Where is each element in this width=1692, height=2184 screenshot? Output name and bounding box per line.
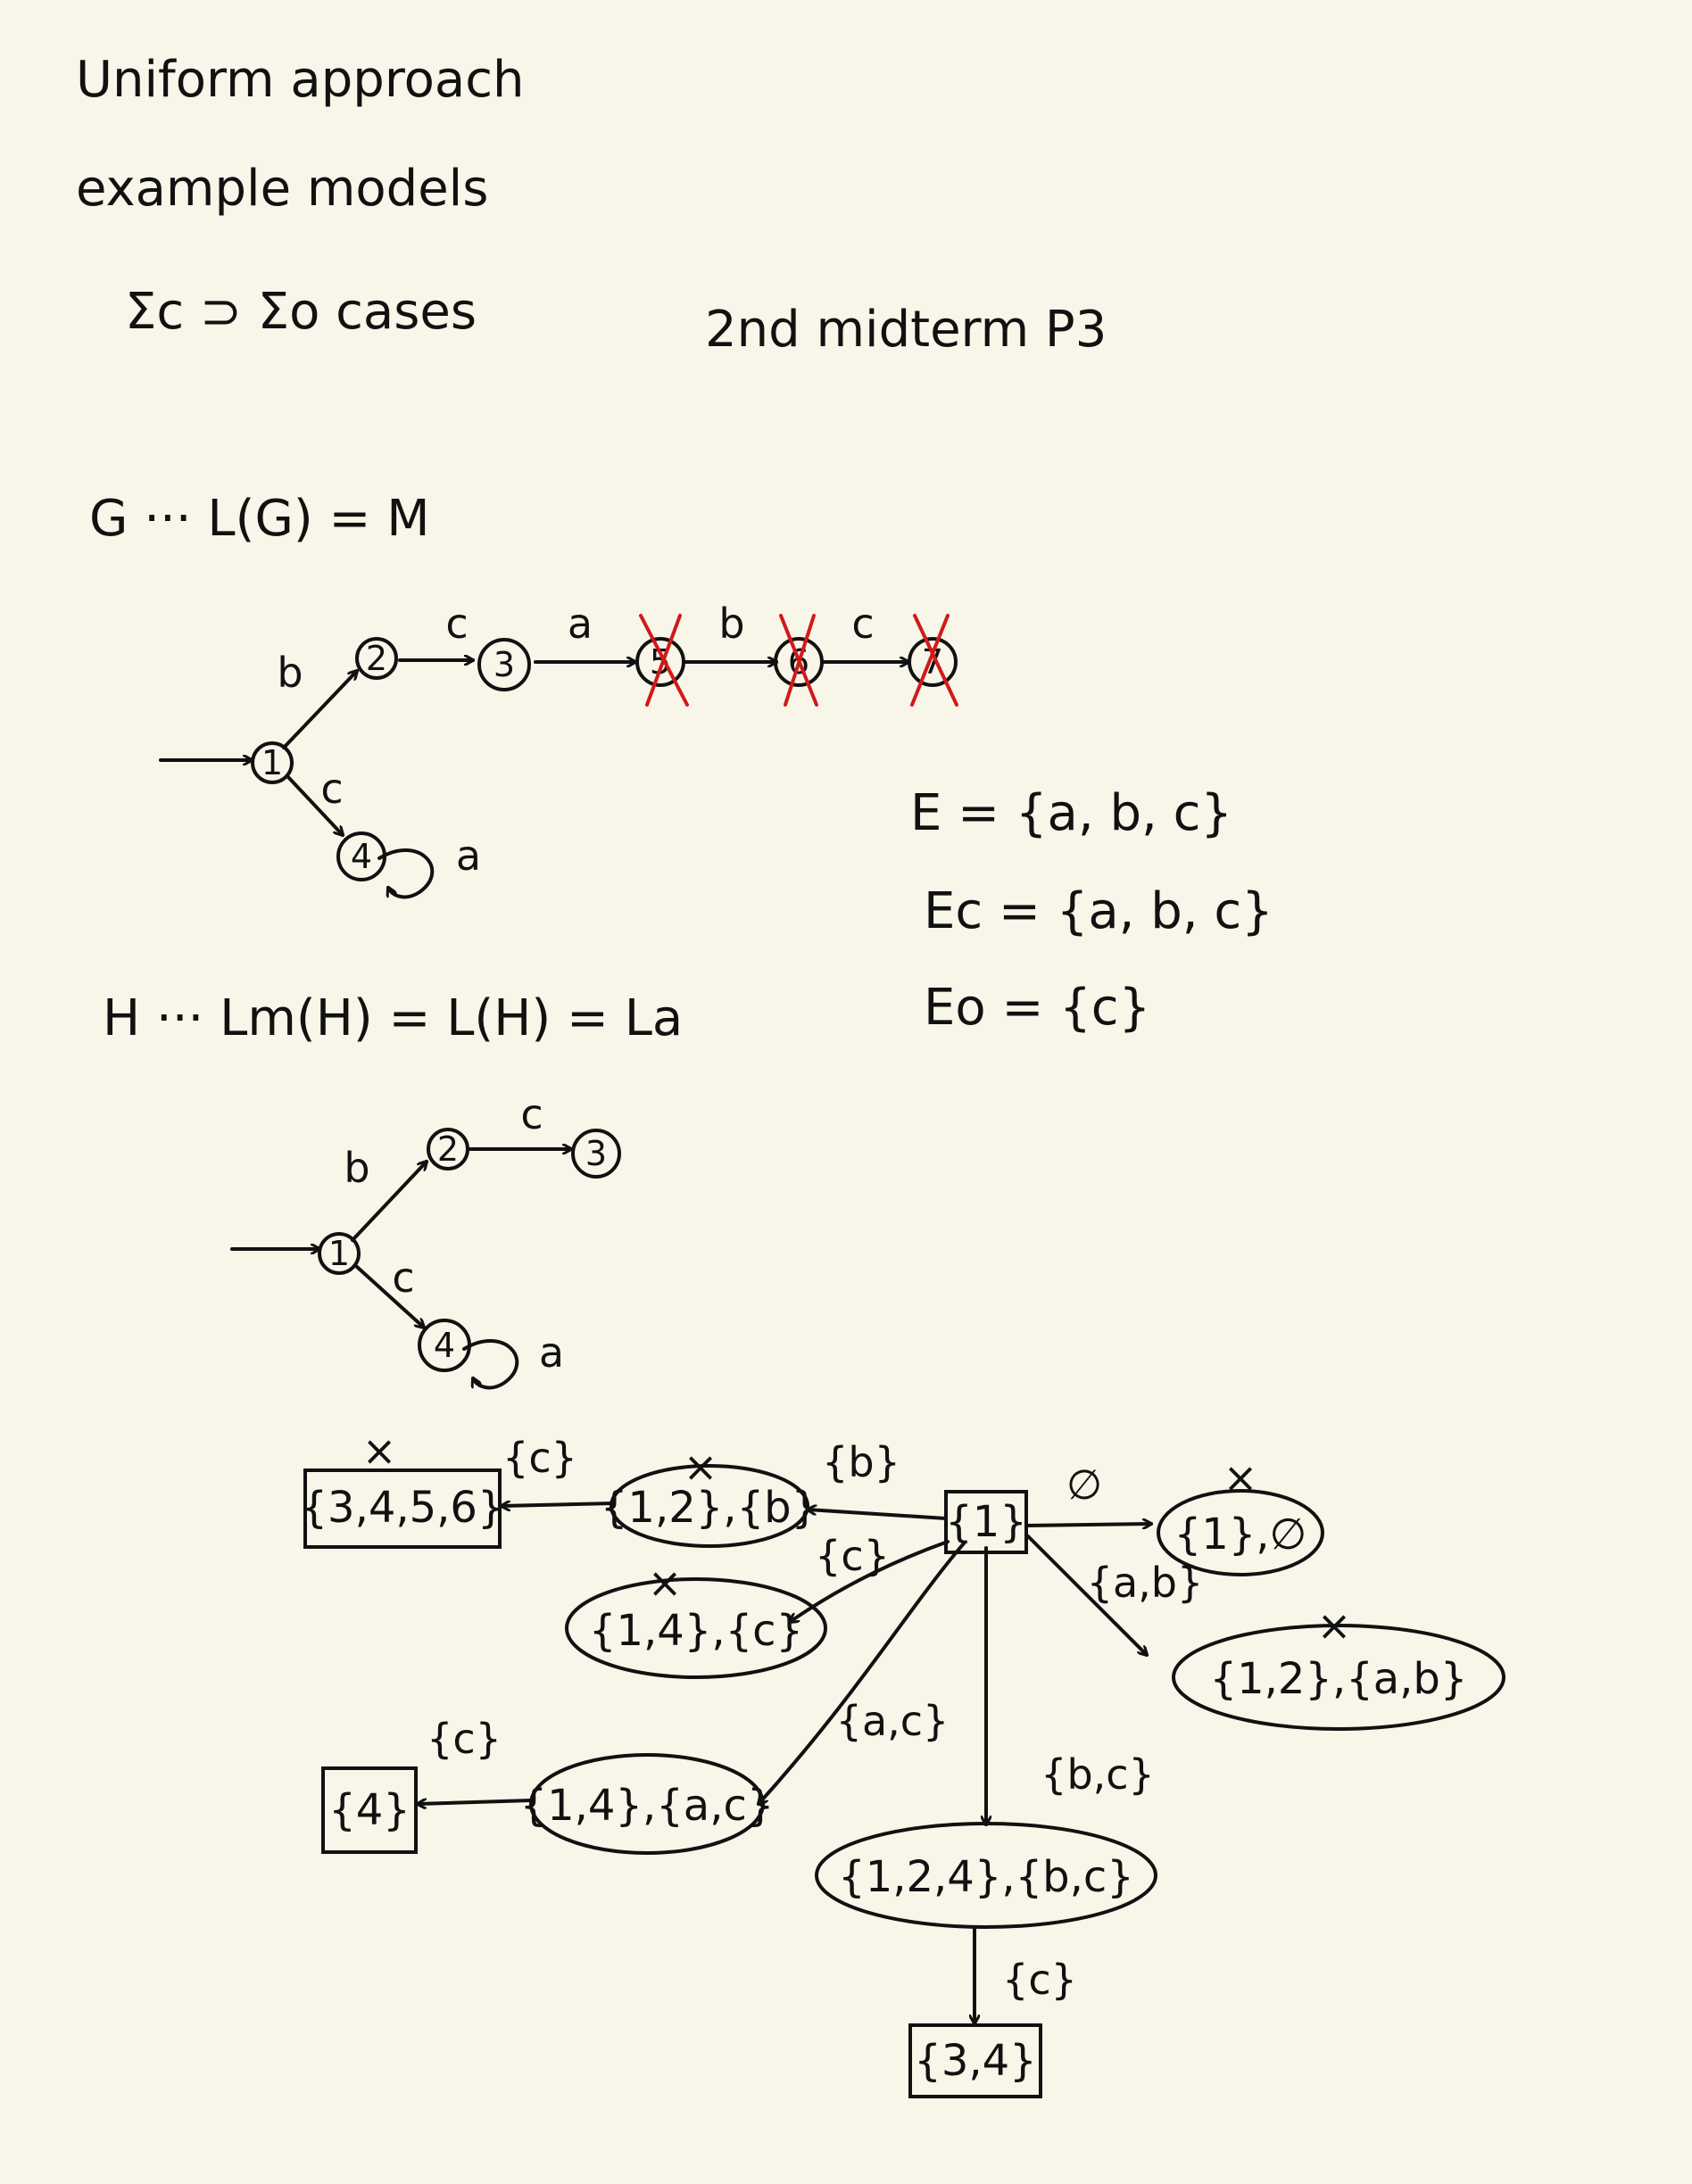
title-line-1: Uniform approach <box>76 51 524 109</box>
obs-cross-mark: × <box>362 1427 397 1475</box>
automaton-g: 1 2 3 5 6 7 4 b c a b c c a <box>159 600 958 899</box>
observer-graph: {3,4,5,6} {1} {4} {3,4} {1,2},{b} {1,4},… <box>300 1427 1505 2098</box>
obs-node-label: {1,2,4},{b,c} <box>838 1852 1134 1902</box>
g-state-label: 4 <box>351 837 372 876</box>
obs-node-label: {1,2},{b} <box>601 1483 818 1533</box>
obs-ellipse-124bc <box>815 1822 1157 1929</box>
obs-box-3456 <box>303 1468 502 1549</box>
h-edge-label: c <box>520 1090 543 1138</box>
obs-edge-root-12b <box>808 1510 948 1520</box>
obs-cross-mark: × <box>648 1559 683 1607</box>
obs-node-label: {3,4} <box>914 2036 1036 2086</box>
g-state <box>635 637 685 687</box>
obs-ellipse-14ac <box>529 1753 765 1855</box>
g-state <box>908 637 958 687</box>
h-edge-label: b <box>344 1144 369 1192</box>
obs-edge-12b-3456 <box>502 1503 616 1506</box>
event-set-e: E = {a, b, c} <box>910 784 1232 842</box>
h-state <box>427 1128 469 1171</box>
g-edge-label: a <box>568 600 593 648</box>
g-state-label: 1 <box>261 743 283 782</box>
obs-edge-14ac-4 <box>418 1800 533 1804</box>
title-line-2: example models <box>76 160 488 218</box>
g-edge-label: b <box>718 600 744 648</box>
obs-box-root <box>944 1490 1028 1554</box>
obs-ellipse-1e <box>1157 1489 1324 1576</box>
obs-box-34 <box>908 2023 1042 2098</box>
g-edge-label: c <box>851 600 874 648</box>
g-state <box>774 637 824 687</box>
g-removed-state-marks <box>639 614 958 707</box>
obs-edge-label: {c} <box>815 1532 890 1580</box>
obs-edge-label: {b} <box>822 1438 900 1486</box>
obs-edge-label: {b,c} <box>1041 1750 1155 1799</box>
g-heading: G ··· L(G) = M <box>89 490 430 548</box>
cases-line: Σc ⊃ Σo cases <box>125 283 477 341</box>
obs-edge-label: ∅ <box>1066 1460 1102 1509</box>
h-state-label: 2 <box>437 1129 459 1169</box>
obs-edge-root-1e <box>1024 1524 1151 1526</box>
g-state-label: 2 <box>366 639 387 678</box>
obs-ellipse-12ab <box>1172 1624 1505 1731</box>
h-edge-1-4 <box>355 1265 424 1328</box>
event-set-ec: Ec = {a, b, c} <box>924 882 1273 940</box>
g-state <box>477 638 531 691</box>
h-self-loop-4 <box>462 1339 519 1390</box>
obs-node-label: {4} <box>328 1785 411 1835</box>
h-edge-1-2 <box>351 1162 427 1242</box>
g-state <box>355 637 398 680</box>
g-edge-1-2 <box>282 671 357 749</box>
obs-edge-root-12ab <box>1026 1535 1147 1655</box>
obs-node-label: {3,4,5,6} <box>300 1483 504 1533</box>
automaton-h: 1 2 3 4 b c c a <box>230 1090 621 1390</box>
obs-cross-mark: × <box>684 1443 718 1491</box>
h-edge-label: c <box>392 1253 414 1302</box>
g-state <box>336 831 386 881</box>
obs-node-label: {1,4},{c} <box>589 1606 803 1656</box>
h-state <box>318 1232 361 1275</box>
h-state-label: 4 <box>434 1326 455 1365</box>
obs-cross-mark: × <box>1223 1453 1258 1502</box>
g-edge-label: a <box>456 831 481 880</box>
obs-edge-label: {a,c} <box>836 1697 950 1745</box>
obs-node-label: {1,2},{a,b} <box>1210 1654 1468 1704</box>
h-state <box>571 1129 621 1179</box>
obs-node-label: {1},∅ <box>1174 1510 1307 1559</box>
obs-box-4 <box>321 1766 418 1854</box>
g-edge-label: c <box>445 600 468 648</box>
g-edge-label: c <box>320 765 343 813</box>
obs-edge-label: {c} <box>502 1434 577 1482</box>
h-state-label: 1 <box>328 1234 350 1273</box>
obs-ellipse-14c <box>565 1577 827 1679</box>
obs-node-label: {1,4},{a,c} <box>520 1781 775 1831</box>
g-self-loop-4 <box>377 848 435 899</box>
g-state-label: 3 <box>494 645 515 684</box>
h-heading: H ··· Lm(H) = L(H) = La <box>103 989 683 1047</box>
midterm-reference: 2nd midterm P3 <box>705 301 1107 359</box>
h-edge-label: a <box>539 1328 564 1377</box>
obs-edge-label: {a,b} <box>1087 1559 1204 1607</box>
obs-edge-root-14ac <box>759 1542 966 1804</box>
event-set-eo: Eo = {c} <box>924 979 1150 1037</box>
g-state <box>251 741 294 784</box>
obs-node-label: {1} <box>945 1497 1027 1547</box>
obs-cross-mark: × <box>1317 1601 1352 1650</box>
obs-edge-root-14c <box>790 1540 950 1622</box>
g-edge-1-4 <box>286 774 343 835</box>
h-state <box>418 1319 471 1372</box>
obs-edge-label: {c} <box>427 1715 502 1763</box>
g-edge-label: b <box>277 649 303 697</box>
obs-ellipse-12b <box>610 1464 809 1548</box>
obs-edge-label: {c} <box>1002 1956 1077 2004</box>
h-state-label: 3 <box>585 1134 607 1173</box>
